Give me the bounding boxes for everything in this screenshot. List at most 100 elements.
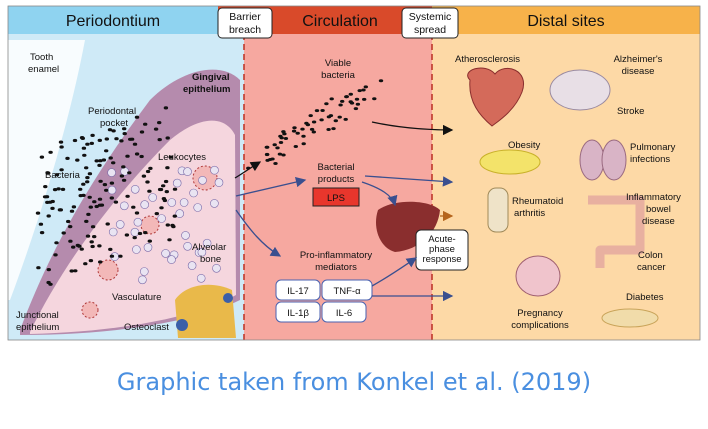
- bacterium: [164, 190, 169, 194]
- bacterium: [90, 133, 95, 137]
- bacterium: [111, 129, 116, 133]
- bacterium: [268, 158, 273, 161]
- bacterium: [88, 205, 94, 209]
- bacterium: [89, 240, 94, 244]
- tooth-enamel: [8, 40, 85, 300]
- alveolar-bone: [175, 284, 236, 338]
- bacterium: [97, 163, 102, 167]
- leukocyte: [167, 198, 177, 207]
- bacterium: [154, 212, 159, 216]
- bacterium: [320, 109, 325, 112]
- leukocyte: [193, 203, 202, 212]
- leukocyte: [189, 188, 198, 198]
- tooth-enamel-label-2: enamel: [28, 64, 59, 75]
- bacterium: [141, 174, 147, 178]
- bacterium: [87, 172, 93, 176]
- ibd-label-3: disease: [642, 216, 675, 227]
- junctional-epithelium-label-1: Junctional: [16, 310, 59, 321]
- bacterium: [35, 211, 41, 215]
- leukocyte: [143, 243, 153, 252]
- figure-caption: Graphic taken from Konkel et al. (2019): [116, 368, 592, 396]
- osteoclast-cell-2: [223, 293, 233, 303]
- leukocyte: [130, 185, 140, 194]
- periodontal-pocket-label-2: pocket: [100, 118, 128, 129]
- bacterium: [81, 182, 86, 186]
- bacterium: [85, 234, 91, 238]
- figure-frame: [7, 5, 701, 341]
- bacterium: [127, 171, 132, 175]
- arrow-to-bacterial-products: [235, 176, 307, 197]
- viable-bacteria-cloud: [246, 79, 384, 170]
- arrow-products-to-distal: [364, 175, 454, 187]
- bacterium: [104, 137, 110, 141]
- bacterium: [326, 128, 331, 131]
- leukocyte: [108, 227, 118, 237]
- bacterium: [88, 259, 94, 263]
- bacterial-products-label-2: products: [318, 174, 355, 185]
- bacterium: [291, 129, 297, 133]
- leukocyte: [175, 209, 184, 218]
- gingival-epithelium-label-1: Gingival: [192, 72, 229, 83]
- bacterium: [73, 269, 78, 273]
- bacterium: [82, 153, 87, 157]
- diabetes-label: Diabetes: [626, 292, 664, 303]
- bacterium: [293, 145, 298, 148]
- bacterium: [108, 156, 113, 160]
- bacterium: [104, 149, 109, 153]
- bacterium: [343, 117, 348, 121]
- bacterium: [324, 102, 329, 106]
- bacterium: [283, 137, 289, 140]
- bacterium: [69, 209, 75, 213]
- bacterium: [84, 166, 89, 170]
- alveolar-bone-label-1: Alveolar: [192, 242, 226, 253]
- bacterium: [167, 238, 172, 242]
- bacterium: [314, 109, 320, 113]
- bacterium: [87, 195, 92, 199]
- bacterium: [107, 128, 113, 132]
- bacterium: [59, 145, 64, 149]
- bacterium: [86, 212, 91, 216]
- bacterium: [92, 200, 97, 204]
- knee-joint-icon: [487, 187, 509, 233]
- bacterium: [113, 200, 119, 204]
- leukocyte: [167, 255, 176, 264]
- obesity-label: Obesity: [508, 140, 540, 151]
- bacterium: [282, 132, 287, 136]
- rheumatoid-label-2: arthritis: [514, 208, 545, 219]
- bacterium: [39, 155, 45, 159]
- bacterium: [104, 188, 109, 192]
- bacterium: [278, 141, 284, 144]
- atherosclerosis-label: Atherosclerosis: [455, 54, 520, 65]
- header-periodontium-label: Periodontium: [66, 13, 160, 30]
- leukocyte: [161, 249, 170, 258]
- bacterium: [90, 244, 95, 249]
- bacterium: [85, 180, 90, 184]
- bacterium: [309, 127, 315, 131]
- bacteria-label: Bacteria: [45, 170, 81, 181]
- bacterium: [81, 146, 87, 150]
- bacterium: [69, 269, 74, 273]
- bacterium: [357, 89, 362, 93]
- bacterium: [295, 131, 300, 135]
- bacterium: [305, 123, 311, 127]
- bacterium: [132, 142, 138, 146]
- acute-phase-label-3: response: [422, 254, 461, 265]
- leukocyte: [172, 178, 182, 188]
- colon-label-2: cancer: [637, 262, 666, 273]
- bacterium: [54, 241, 59, 245]
- barrier-breach-label-1: Barrier: [229, 11, 261, 23]
- bacterium: [39, 231, 45, 235]
- bacterium: [163, 106, 169, 110]
- leukocyte: [183, 167, 192, 176]
- bacterium: [132, 236, 137, 240]
- leukocyte: [120, 201, 129, 211]
- bacterium: [98, 179, 103, 183]
- bacterium: [119, 139, 124, 143]
- bacterium: [68, 225, 73, 229]
- bacterium: [168, 155, 173, 159]
- leukocyte: [196, 273, 206, 283]
- bacterium: [301, 142, 306, 146]
- bacterium: [165, 136, 170, 140]
- bacterium: [118, 254, 123, 258]
